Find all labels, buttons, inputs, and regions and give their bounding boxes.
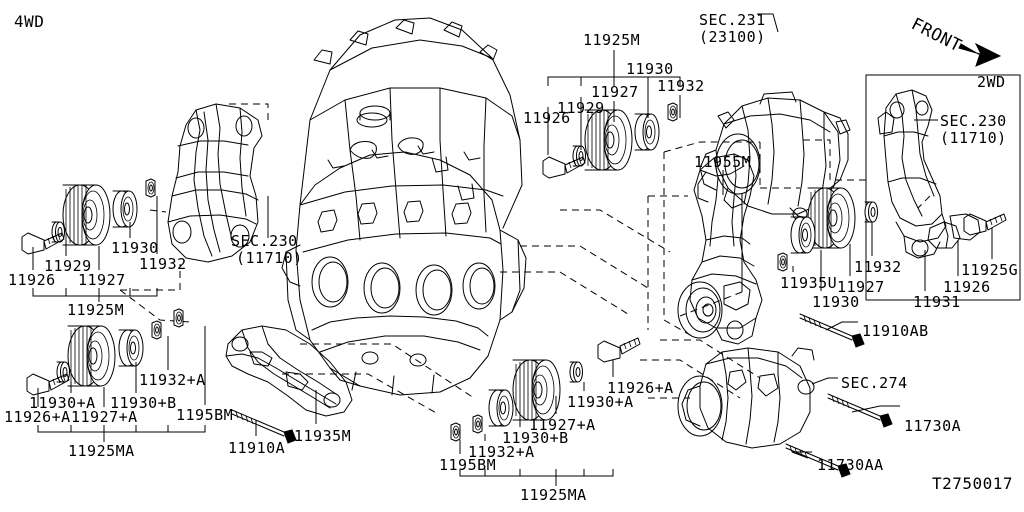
sec-231-code: (23100) <box>699 28 766 46</box>
twowd-box-label: 2WD <box>977 73 1006 91</box>
label-11927-2wd: 11927 <box>837 278 885 296</box>
label-11930a-center: 11930+A <box>567 393 634 411</box>
label-11925m-top: 11925M <box>583 31 641 49</box>
lower-left-idler-assembly <box>26 308 184 396</box>
label-11927a-center: 11927+A <box>529 416 596 434</box>
label-11932-left: 11932 <box>139 255 187 273</box>
bolt-11926a-center <box>597 337 641 363</box>
label-11932-2wd: 11932 <box>854 258 902 276</box>
label-11935u: 11935U <box>780 274 838 292</box>
bolt-11926-left <box>21 232 65 255</box>
sec230-right-bracket-illustration <box>877 89 981 259</box>
label-11932a-left: 11932+A <box>139 371 206 389</box>
sec231-alternator-illustration <box>699 91 851 221</box>
label-11926-left: 11926 <box>8 271 56 289</box>
twowd-idler-parts <box>777 187 1007 272</box>
lower-center-idler-assembly <box>450 337 641 442</box>
sec-230-right-code: (11710) <box>940 129 1007 147</box>
front-direction-arrow <box>958 42 1002 67</box>
label-11926-top: 11926 <box>523 109 571 127</box>
label-11935m: 11935M <box>294 427 352 445</box>
upper-center-idler-assembly <box>542 102 678 179</box>
label-11930b-left: 11930+B <box>110 394 177 412</box>
label-11930-2wd: 11930 <box>812 293 860 311</box>
part-11910ab-bolt <box>799 313 865 348</box>
label-11955m: 11955M <box>694 153 752 171</box>
sec-230-left-label: SEC.230 <box>231 232 298 250</box>
sec-231-label: SEC.231 <box>699 11 766 29</box>
label-11926a-left: 11926+A <box>4 408 71 426</box>
label-11930-left: 11930 <box>111 239 159 257</box>
label-11927a-left: 11927+A <box>71 408 138 426</box>
label-11730a: 11730A <box>904 417 962 435</box>
label-11929-left: 11929 <box>44 257 92 275</box>
label-11931: 11931 <box>913 293 961 311</box>
label-11932-top: 11932 <box>657 77 705 95</box>
twowd-inset-box <box>865 74 1021 301</box>
label-11926-2wd: 11926 <box>943 278 991 296</box>
sec-274-label: SEC.274 <box>841 374 908 392</box>
label-11730aa: 11730AA <box>817 456 884 474</box>
engine-block-illustration <box>281 17 527 396</box>
label-11926a-center: 11926+A <box>607 379 674 397</box>
bolt-11926-center <box>542 156 586 179</box>
bolt-11926-2wd <box>963 213 1007 236</box>
label-11910ab: 11910AB <box>862 322 929 340</box>
diagram-title: 4WD <box>14 12 45 31</box>
drawing-number: T2750017 <box>932 474 1014 493</box>
label-11930-top: 11930 <box>626 60 674 78</box>
label-11927-left: 11927 <box>78 271 126 289</box>
label-11927-top: 11927 <box>591 83 639 101</box>
label-11929-top: 11929 <box>557 99 605 117</box>
label-11930a-left: 11930+A <box>29 394 96 412</box>
label-11925m-left: 11925M <box>67 301 125 319</box>
label-11925ma-left: 11925MA <box>68 442 135 460</box>
sec230-left-bracket-illustration <box>167 103 263 263</box>
label-11925ma-center: 11925MA <box>520 486 587 504</box>
bolt-11926a-left <box>26 373 70 396</box>
sec-230-left-code: (11710) <box>236 249 303 267</box>
label-11925g: 11925G <box>961 261 1019 279</box>
label-1195bm-left: 1195BM <box>176 406 234 424</box>
part-11955m-tensioner-illustration <box>677 153 763 345</box>
upper-left-idler-assembly <box>21 178 156 255</box>
label-11930b-center: 11930+B <box>502 429 569 447</box>
label-11932a-center: 11932+A <box>468 443 535 461</box>
sec274-compressor-illustration <box>677 347 815 449</box>
label-11910a: 11910A <box>228 439 286 457</box>
label-1195bm-center: 1195BM <box>439 456 497 474</box>
sec-230-right-label: SEC.230 <box>940 112 1007 130</box>
